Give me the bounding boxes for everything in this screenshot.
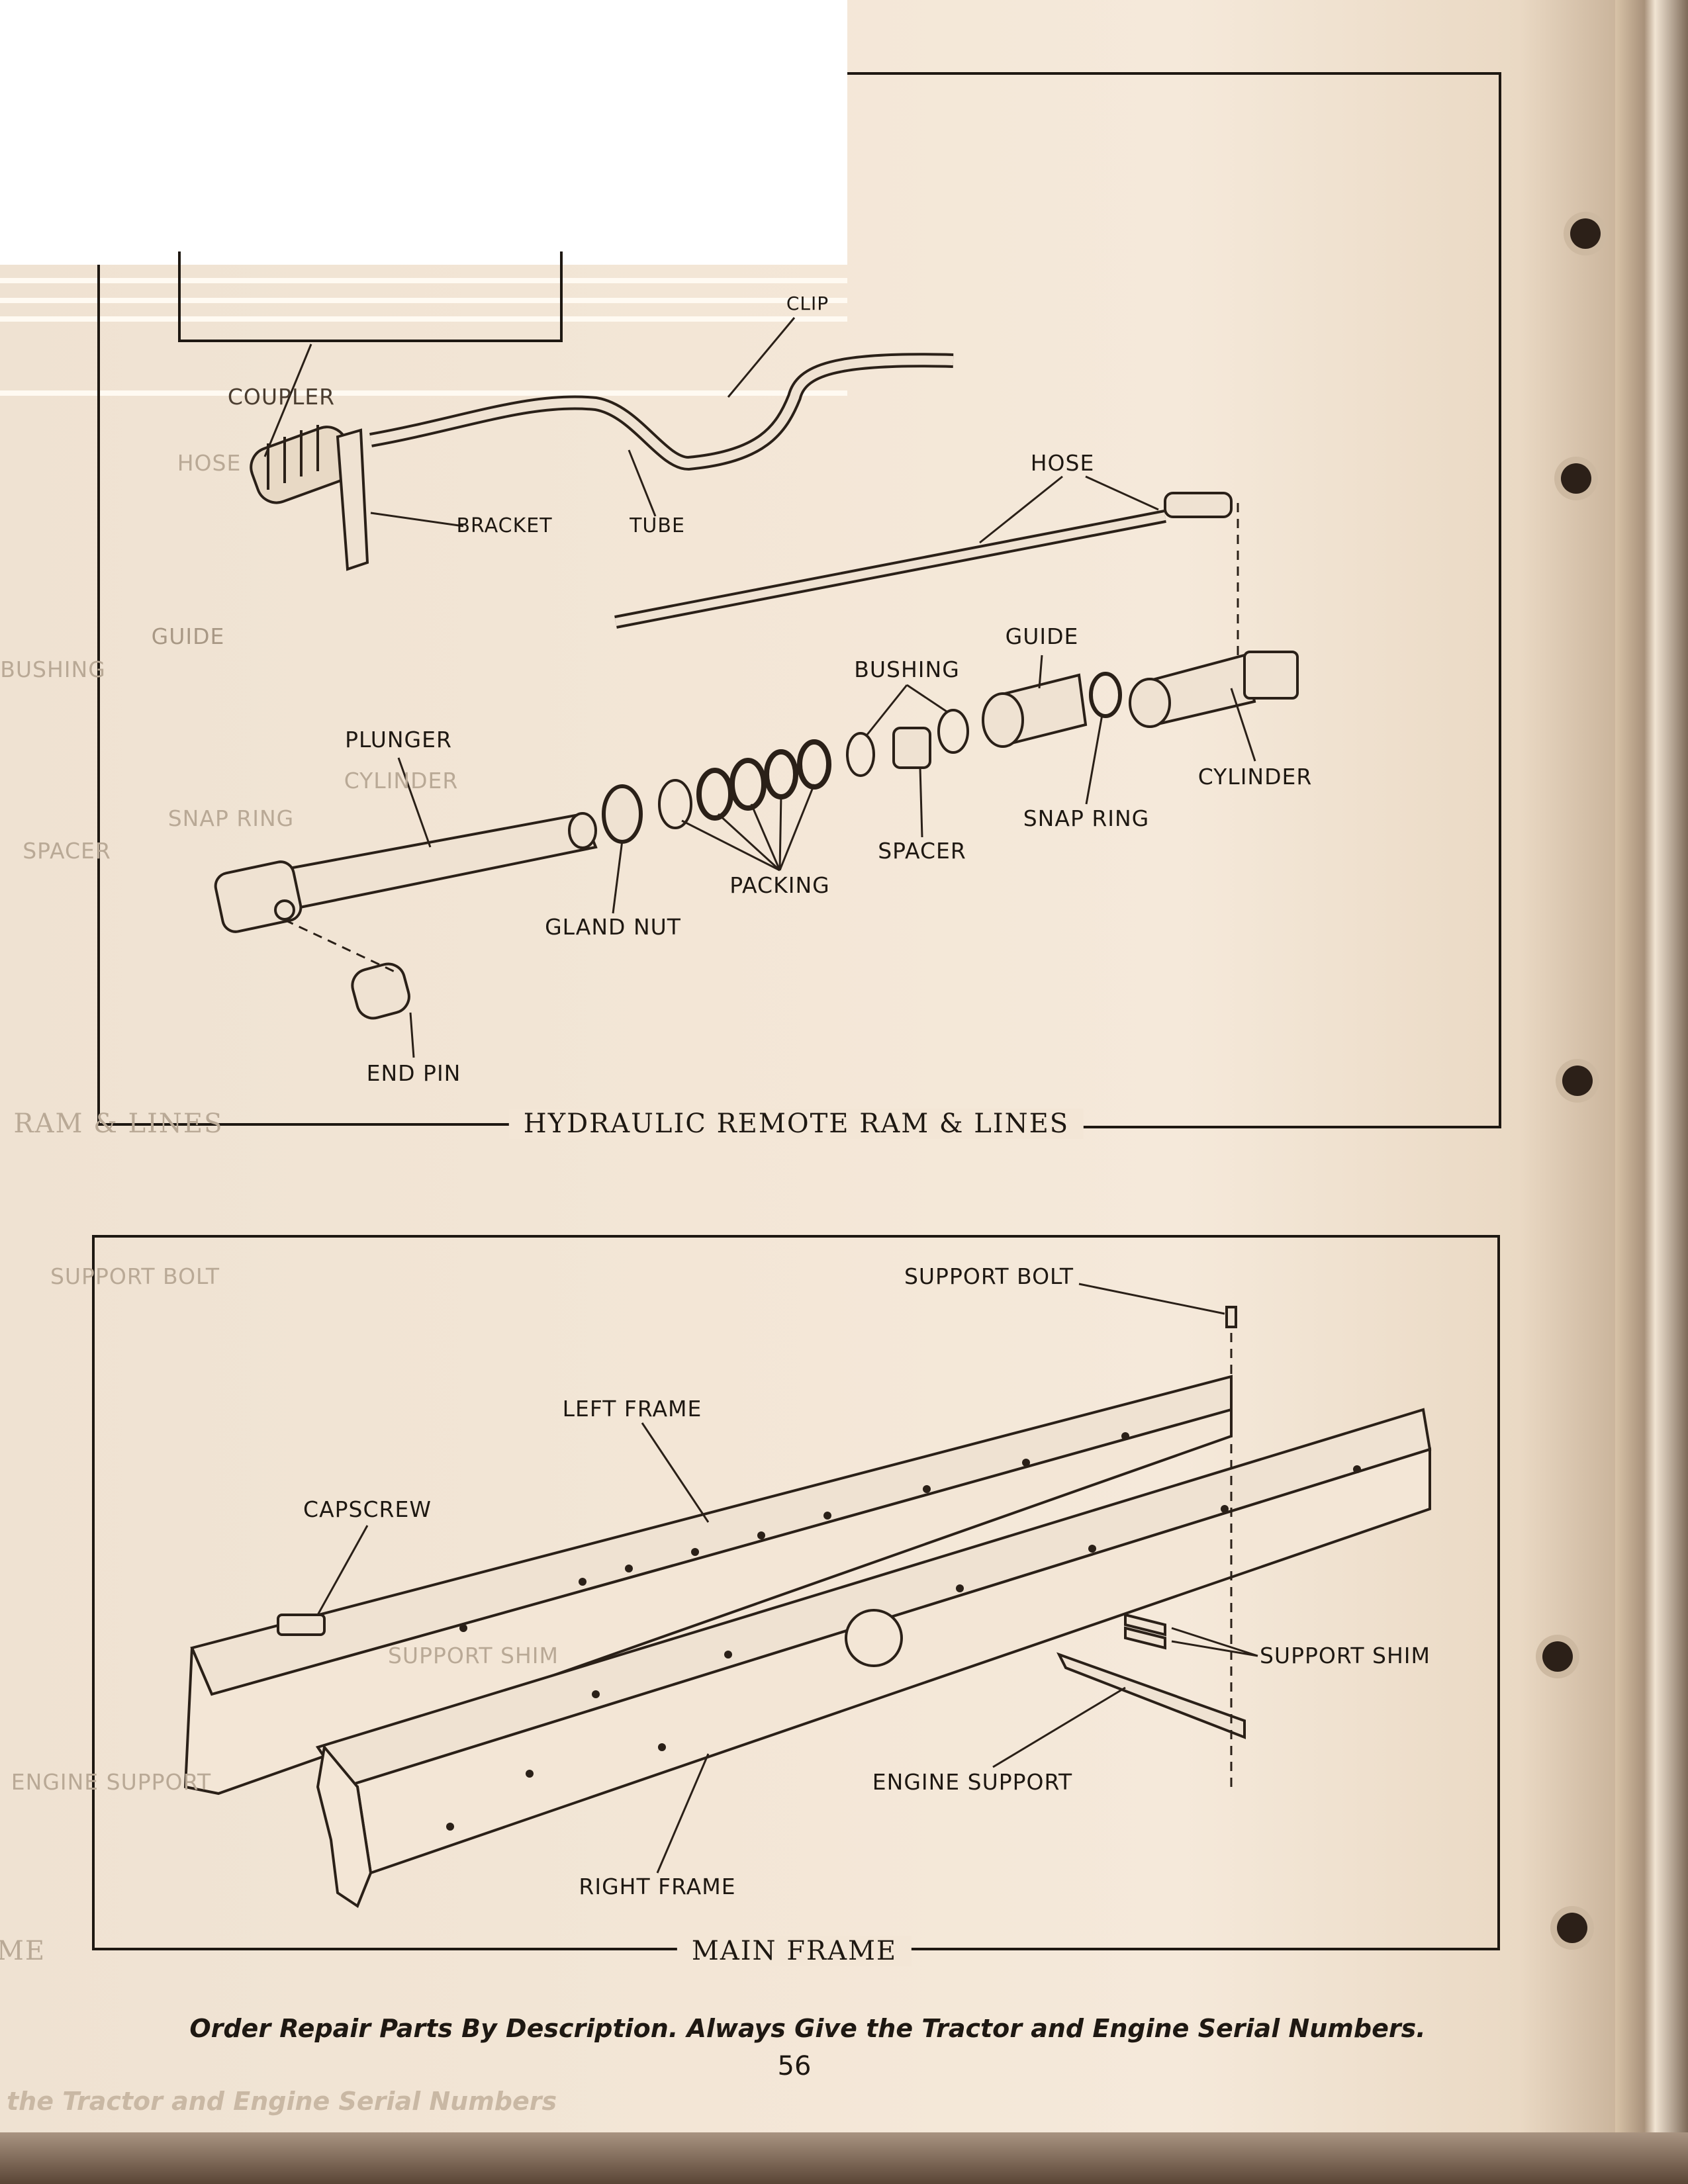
label-snap-ring-bleed: SNAP RING bbox=[167, 805, 295, 832]
plunger-drawing bbox=[214, 812, 598, 933]
caption-hydraulic-remote-ram: HYDRAULIC REMOTE RAM & LINES bbox=[508, 1109, 1084, 1139]
snap-ring-drawing bbox=[1089, 672, 1122, 718]
label-spacer: SPACER bbox=[878, 838, 966, 864]
scan-streak bbox=[0, 316, 847, 322]
label-engine-support-bleed: ENGINE SUPPORT bbox=[11, 1769, 212, 1796]
binding-hole bbox=[1542, 1641, 1573, 1672]
caption-ram-lines-bleed: RAM & LINES bbox=[13, 1109, 224, 1139]
label-packing: PACKING bbox=[729, 872, 830, 899]
page-number: 56 bbox=[777, 2051, 812, 2081]
hose-fitting-drawing bbox=[1164, 492, 1233, 518]
scan-streak bbox=[0, 278, 847, 283]
binding-hole bbox=[1562, 1066, 1593, 1096]
label-bushing: BUSHING bbox=[854, 657, 960, 683]
label-clip: CLIP bbox=[786, 292, 829, 314]
support-bolt-drawing bbox=[1225, 1306, 1237, 1328]
scan-blank-area bbox=[0, 0, 847, 265]
left-frame-drawing bbox=[183, 1375, 1233, 1796]
label-engine-support: ENGINE SUPPORT bbox=[872, 1769, 1073, 1796]
support-shim-drawing bbox=[1124, 1613, 1166, 1650]
scan-streak bbox=[0, 390, 847, 396]
label-coupler: COUPLER bbox=[227, 384, 336, 410]
label-capscrew: CAPSCREW bbox=[303, 1496, 432, 1523]
label-right-frame: RIGHT FRAME bbox=[579, 1874, 736, 1900]
hydraulic-ram-figure-frame bbox=[847, 72, 1501, 1128]
caption-main-frame-bleed: ME bbox=[0, 1936, 46, 1966]
hydraulic-ram-figure-frame bbox=[97, 265, 850, 1126]
label-snap-ring: SNAP RING bbox=[1023, 805, 1150, 832]
engine-support-drawing bbox=[1056, 1652, 1246, 1739]
label-hose: HOSE bbox=[1030, 450, 1095, 477]
label-cylinder: CYLINDER bbox=[1197, 764, 1313, 790]
binding-hole bbox=[1557, 1913, 1587, 1943]
label-hose-bleed: HOSE bbox=[177, 450, 242, 477]
page-binding-edge bbox=[1615, 0, 1688, 2184]
label-guide-bleed: GUIDE bbox=[151, 623, 225, 650]
label-support-shim: SUPPORT SHIM bbox=[1259, 1643, 1431, 1669]
spacer-drawing bbox=[892, 727, 931, 769]
end-pin-drawing bbox=[351, 962, 410, 1020]
inset-box bbox=[178, 251, 563, 342]
label-guide: GUIDE bbox=[1005, 623, 1079, 650]
binding-hole bbox=[1561, 463, 1591, 494]
footer-order-note: Order Repair Parts By Description. Alway… bbox=[189, 2014, 1426, 2044]
label-plunger: PLUNGER bbox=[345, 727, 452, 753]
label-tube: TUBE bbox=[630, 514, 685, 537]
label-support-bolt-bleed: SUPPORT BOLT bbox=[50, 1263, 220, 1290]
label-gland-nut: GLAND NUT bbox=[545, 914, 681, 940]
bracket-drawing bbox=[336, 428, 369, 571]
caption-main-frame: MAIN FRAME bbox=[677, 1936, 912, 1966]
footer-note-bleed: the Tractor and Engine Serial Numbers bbox=[7, 2087, 557, 2116]
label-bracket: BRACKET bbox=[456, 514, 553, 537]
label-support-bolt: SUPPORT BOLT bbox=[904, 1263, 1074, 1290]
label-support-shim-bleed: SUPPORT SHIM bbox=[387, 1643, 559, 1669]
label-spacer-bleed: SPACER bbox=[23, 838, 111, 864]
label-end-pin: END PIN bbox=[366, 1060, 461, 1087]
frame-holes bbox=[446, 1432, 1361, 1831]
packing-rings-drawing bbox=[602, 696, 1020, 844]
label-left-frame: LEFT FRAME bbox=[562, 1396, 702, 1422]
label-bushing-bleed: BUSHING bbox=[0, 657, 106, 683]
scan-streak bbox=[0, 298, 847, 303]
binding-hole bbox=[1570, 218, 1601, 249]
label-cylinder-bleed: CYLINDER bbox=[344, 768, 459, 794]
capscrew-drawing bbox=[277, 1614, 326, 1636]
scan-bottom-edge bbox=[0, 2132, 1688, 2184]
